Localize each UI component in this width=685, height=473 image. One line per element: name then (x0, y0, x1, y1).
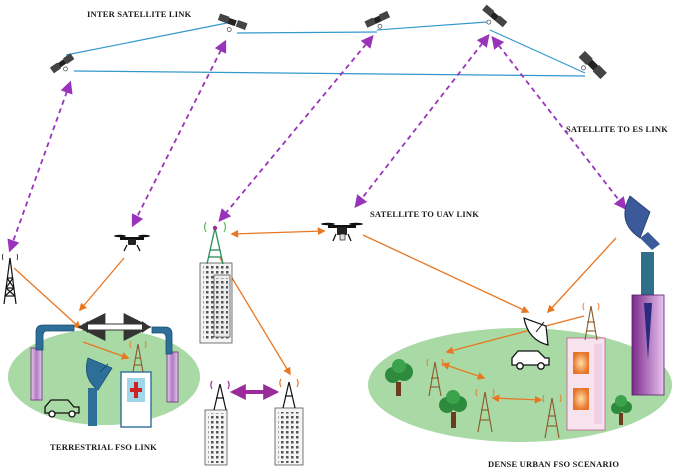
satellite-icon (49, 53, 75, 74)
tree-icon (385, 359, 413, 396)
radio-tower-icon (210, 378, 299, 411)
tower-pair (204, 378, 304, 466)
building-icon (204, 407, 304, 466)
satellite-icon (364, 10, 391, 29)
car-icon (44, 399, 80, 418)
urban-ground-ellipse (368, 328, 672, 442)
tree-icon (439, 390, 467, 428)
satellite-icon (482, 4, 508, 28)
radio-tower-icon (129, 340, 147, 373)
optical-links (13, 227, 617, 404)
car-icon (511, 350, 550, 370)
dense-urban-setup (385, 302, 632, 439)
dense-urban-fso-scenario-label: DENSE URBAN FSO SCENARIO (488, 459, 620, 469)
satellite-icon (578, 50, 607, 80)
radio-tower-icon (426, 302, 600, 439)
satellite-to-uav-link-label: SATELLITE TO UAV LINK (370, 209, 480, 219)
tree-icon (611, 395, 632, 425)
building-icon (120, 371, 152, 428)
ground-station-icon (624, 195, 665, 396)
inter-satellite-links (65, 21, 586, 77)
inter-satellite-link-label: INTER SATELLITE LINK (87, 9, 192, 19)
satellite-icon (217, 13, 248, 32)
drone-icon (114, 234, 150, 252)
terrestrial-fso-link-label: TERRESTRIAL FSO LINK (50, 442, 157, 452)
dish-antenna-icon (523, 317, 549, 346)
building-with-tower-icon (199, 221, 233, 344)
satellite-to-es-link-label: SATELLITE TO ES LINK (566, 124, 669, 134)
building-icon (566, 337, 606, 431)
radio-tower-icon (2, 253, 18, 305)
terrestrial-fso-setup (30, 313, 179, 428)
dish-antenna-icon (85, 357, 113, 426)
satellite-ground-links (7, 34, 627, 253)
drone-icon (321, 222, 363, 242)
